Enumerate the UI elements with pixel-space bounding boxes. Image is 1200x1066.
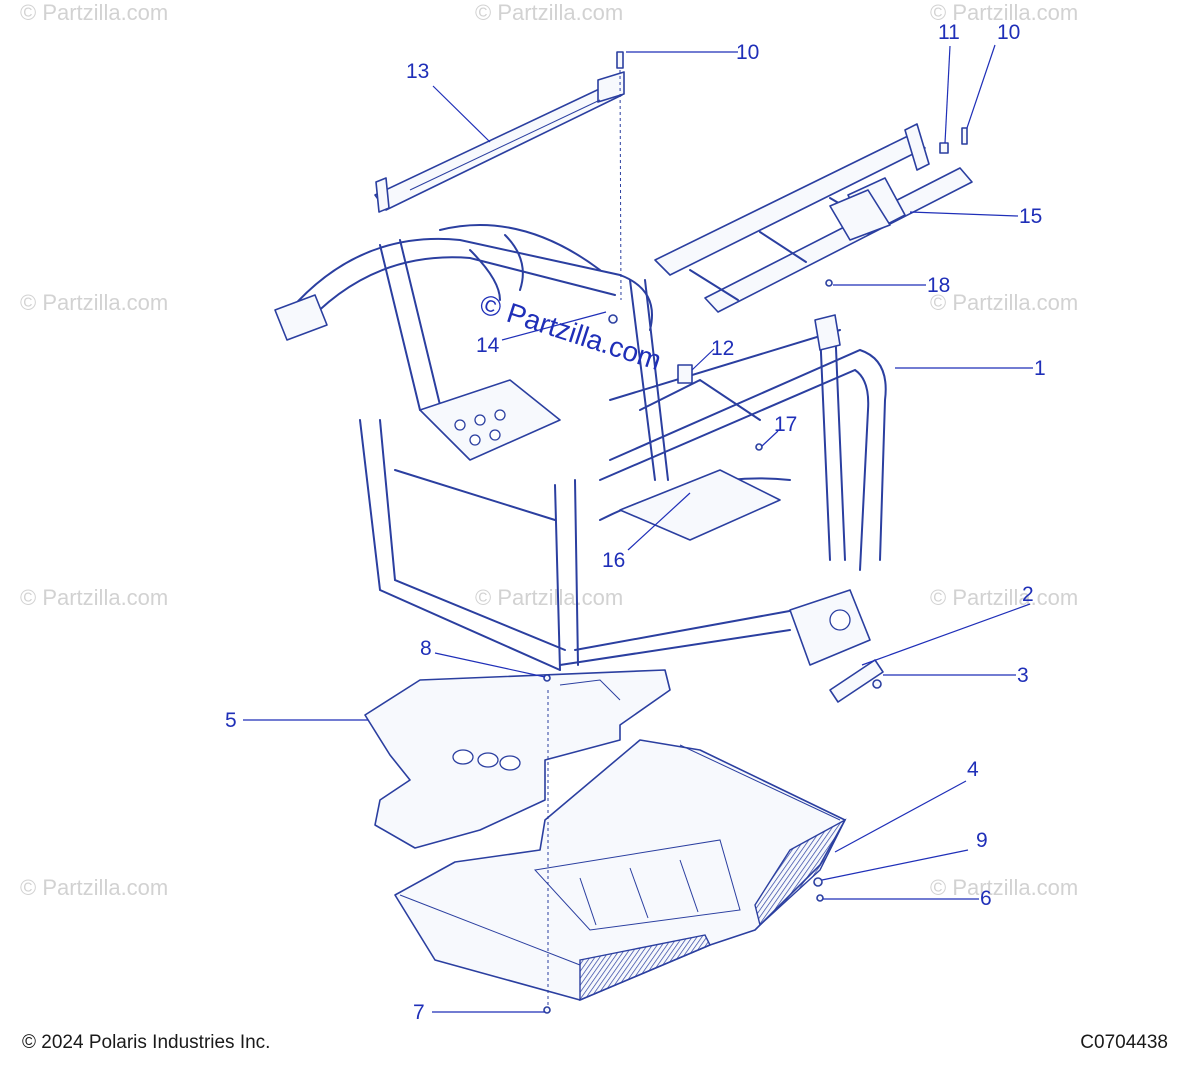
watermark: © Partzilla.com	[930, 875, 1078, 900]
callouts: 1 2 3 4 5 6 7 8 9 10 10 11 12 13 14 15 1…	[225, 21, 1046, 1024]
callout-15: 15	[1019, 205, 1042, 228]
callout-11: 11	[938, 21, 960, 44]
callout-16: 16	[602, 549, 625, 572]
callout-17: 17	[774, 413, 797, 436]
callout-3: 3	[1017, 664, 1029, 687]
callout-5: 5	[225, 709, 237, 732]
callout-10: 10	[736, 41, 759, 64]
callout-12: 12	[711, 337, 734, 360]
callout-2: 2	[1022, 583, 1034, 606]
callout-13: 13	[406, 60, 429, 83]
fasteners	[543, 51, 968, 1014]
watermark: © Partzilla.com	[20, 585, 168, 610]
copyright-notice: © 2024 Polaris Industries Inc.	[22, 1032, 271, 1053]
leader-lines	[243, 44, 1033, 1013]
part-15-rack	[654, 123, 973, 313]
drawing-code: C0704438	[1080, 1032, 1168, 1053]
callout-6: 6	[980, 887, 992, 910]
watermark: © Partzilla.com	[930, 290, 1078, 315]
callout-8: 8	[420, 637, 432, 660]
callout-9: 9	[976, 829, 988, 852]
callout-7: 7	[413, 1001, 425, 1024]
callout-10: 10	[997, 21, 1020, 44]
watermark: © Partzilla.com	[475, 0, 623, 25]
part-5-skid-plate	[364, 669, 671, 849]
part-2-bracket	[829, 659, 884, 703]
callout-1: 1	[1034, 357, 1046, 380]
part-13-tube	[374, 71, 625, 213]
callout-14: 14	[476, 334, 500, 357]
watermark: © Partzilla.com	[20, 0, 168, 25]
callout-18: 18	[927, 274, 950, 297]
watermark: © Partzilla.com	[930, 585, 1078, 610]
watermark: © Partzilla.com	[475, 585, 623, 610]
watermark: © Partzilla.com	[930, 0, 1078, 25]
watermark: © Partzilla.com	[20, 875, 168, 900]
part-1-main-frame	[274, 224, 887, 671]
watermark: © Partzilla.com	[20, 290, 168, 315]
part-4-skid-plate	[394, 739, 847, 1002]
callout-4: 4	[967, 758, 979, 781]
